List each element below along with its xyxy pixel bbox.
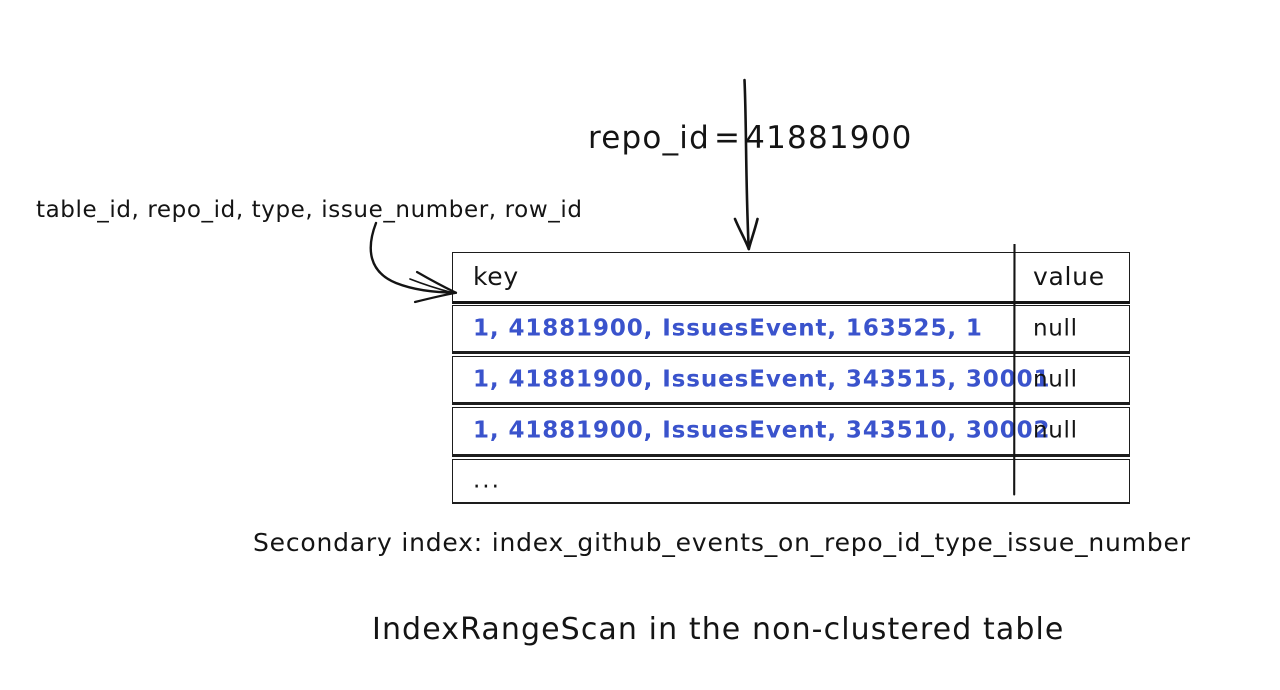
scan-caption: IndexRangeScan in the non-clustered tabl… [372, 612, 1065, 647]
column-header-key: key [473, 261, 519, 291]
table-row: 1, 41881900, IssuesEvent, 343510, 30002 … [452, 407, 1130, 457]
row-value: null [1033, 365, 1078, 392]
row-value: null [1033, 417, 1078, 444]
column-header-value: value [1033, 261, 1105, 291]
curved-arrow-icon [369, 221, 458, 304]
row-key: ... [473, 467, 501, 494]
row-value: null [1033, 314, 1078, 341]
predicate-column: repo_id [588, 120, 710, 156]
predicate-label: repo_id=41881900 [588, 118, 913, 158]
predicate-operator: = [713, 120, 742, 156]
row-key: 1, 41881900, IssuesEvent, 343515, 30001 [473, 365, 1051, 392]
table-row: 1, 41881900, IssuesEvent, 163525, 1 null [452, 305, 1130, 354]
secondary-index-caption: Secondary index: index_github_events_on_… [253, 528, 1191, 557]
table-row: ... [452, 459, 1130, 504]
down-arrow-icon [733, 78, 759, 251]
predicate-value: 41881900 [745, 120, 913, 156]
index-columns-label: table_id, repo_id, type, issue_number, r… [36, 197, 583, 223]
table-row: 1, 41881900, IssuesEvent, 343515, 30001 … [452, 356, 1130, 405]
index-table: key value 1, 41881900, IssuesEvent, 1635… [452, 244, 1130, 504]
row-key: 1, 41881900, IssuesEvent, 343510, 30002 [473, 417, 1051, 444]
row-key: 1, 41881900, IssuesEvent, 163525, 1 [473, 314, 983, 341]
table-header-row: key value [452, 252, 1130, 304]
